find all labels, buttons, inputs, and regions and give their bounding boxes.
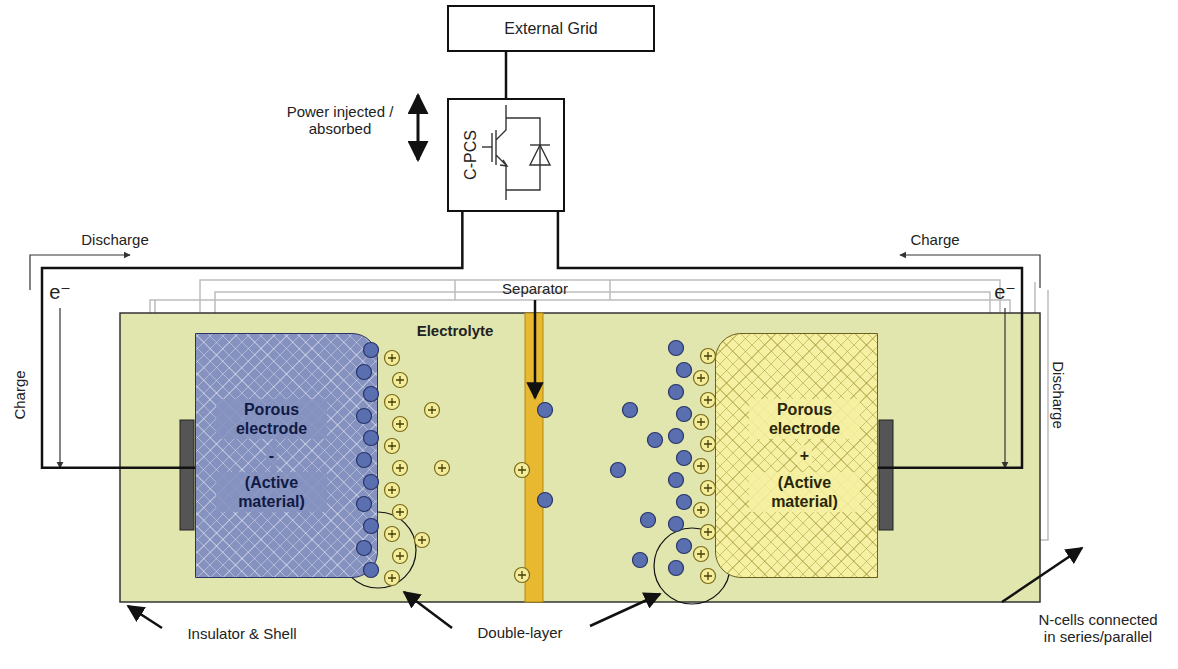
anion <box>677 495 692 510</box>
wire-connector <box>505 52 508 98</box>
part-label: Separator <box>485 280 585 297</box>
cation <box>393 549 408 564</box>
cation <box>393 373 408 388</box>
igbt-symbol <box>482 105 550 200</box>
electron-label: e⁻ <box>45 281 75 304</box>
cation <box>515 568 530 583</box>
direction-arrows <box>30 255 1040 468</box>
part-label: Double-layer <box>460 624 580 641</box>
direction-label: Discharge <box>1049 345 1066 445</box>
cation <box>425 403 440 418</box>
anion <box>538 403 553 418</box>
terminal <box>180 420 194 530</box>
node-text: (Active material) <box>216 472 327 512</box>
cation <box>694 547 709 562</box>
direction-label: Charge <box>11 350 28 440</box>
anion <box>677 407 692 422</box>
cation <box>694 371 709 386</box>
terminal <box>879 420 893 530</box>
grid-box: External Grid <box>447 5 655 52</box>
anion <box>669 517 684 532</box>
anion <box>633 553 648 568</box>
cation <box>385 395 400 410</box>
direction-label: Charge <box>890 231 980 248</box>
cation <box>393 417 408 432</box>
positive-electrode: Porous electrode + (Active material) <box>715 333 878 578</box>
cation <box>415 533 430 548</box>
node-text: (Active material) <box>749 472 860 512</box>
converter-box: C-PCS <box>447 98 565 212</box>
cation <box>701 393 716 408</box>
cation <box>385 483 400 498</box>
part-label: Electrolyte <box>400 322 510 339</box>
cation <box>515 463 530 478</box>
cation <box>694 503 709 518</box>
cation <box>694 415 709 430</box>
node-text: + <box>797 445 812 466</box>
cation <box>385 571 400 586</box>
anion <box>611 463 626 478</box>
cation <box>701 349 716 364</box>
cation <box>435 461 450 476</box>
node-text: External Grid <box>504 19 597 38</box>
power-label: Power injected / absorbed <box>285 103 395 138</box>
anion <box>538 493 553 508</box>
electron-label: e⁻ <box>990 281 1020 304</box>
cation <box>385 527 400 542</box>
callout-label: N-cells connected in series/parallel <box>1038 611 1158 646</box>
anion <box>669 341 684 356</box>
power-arrow <box>417 95 420 160</box>
anion <box>623 403 638 418</box>
cation <box>385 351 400 366</box>
insulator-shell <box>120 313 1040 602</box>
negative-electrode: Porous electrode - (Active material) <box>195 333 378 578</box>
cation <box>701 481 716 496</box>
cation <box>701 569 716 584</box>
node-text: Porous electrode <box>216 399 327 439</box>
leader-line <box>534 300 537 398</box>
cation <box>393 505 408 520</box>
anion <box>641 513 656 528</box>
anion <box>677 363 692 378</box>
node-text: C-PCS <box>461 130 480 180</box>
anion <box>669 473 684 488</box>
cation <box>385 439 400 454</box>
cation <box>701 437 716 452</box>
cation <box>701 525 716 540</box>
node-text: - <box>266 445 277 466</box>
node-text: Porous electrode <box>749 399 860 439</box>
anion <box>669 561 684 576</box>
anion <box>648 433 663 448</box>
anion <box>669 429 684 444</box>
cation <box>393 461 408 476</box>
anion <box>669 385 684 400</box>
cation <box>694 459 709 474</box>
anion <box>677 539 692 554</box>
anion <box>677 451 692 466</box>
direction-label: Discharge <box>65 231 165 248</box>
part-label: Insulator & Shell <box>187 625 297 642</box>
